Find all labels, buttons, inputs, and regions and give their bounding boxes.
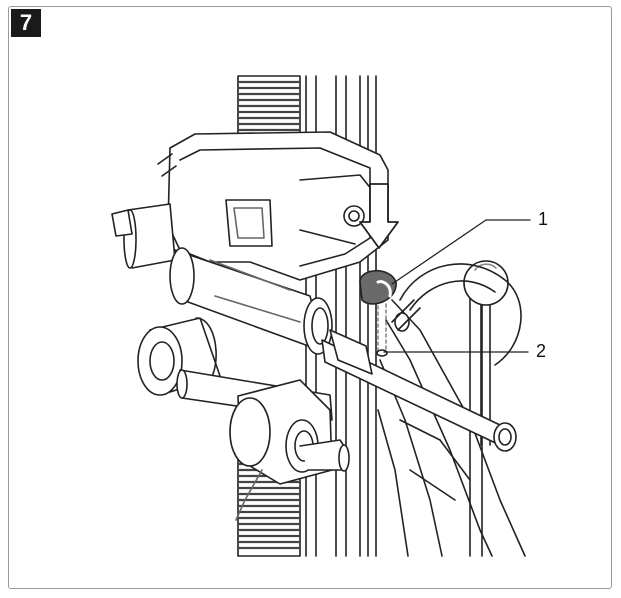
down-arrow-icon <box>359 183 399 249</box>
left-roller <box>137 317 221 396</box>
main-shaft-assembly <box>169 247 333 355</box>
front-roller <box>229 379 350 521</box>
callout-label-1: 1 <box>538 209 549 229</box>
guide-arc <box>399 263 522 366</box>
carriage-body <box>157 131 389 281</box>
locking-clip <box>359 269 421 357</box>
lever-handle <box>463 260 509 446</box>
callout-leaders <box>383 219 531 353</box>
upper-left-shaft <box>111 203 176 269</box>
handle-bar <box>321 329 517 452</box>
step-number-badge: 7 <box>11 9 41 37</box>
callout-label-2: 2 <box>536 341 547 361</box>
